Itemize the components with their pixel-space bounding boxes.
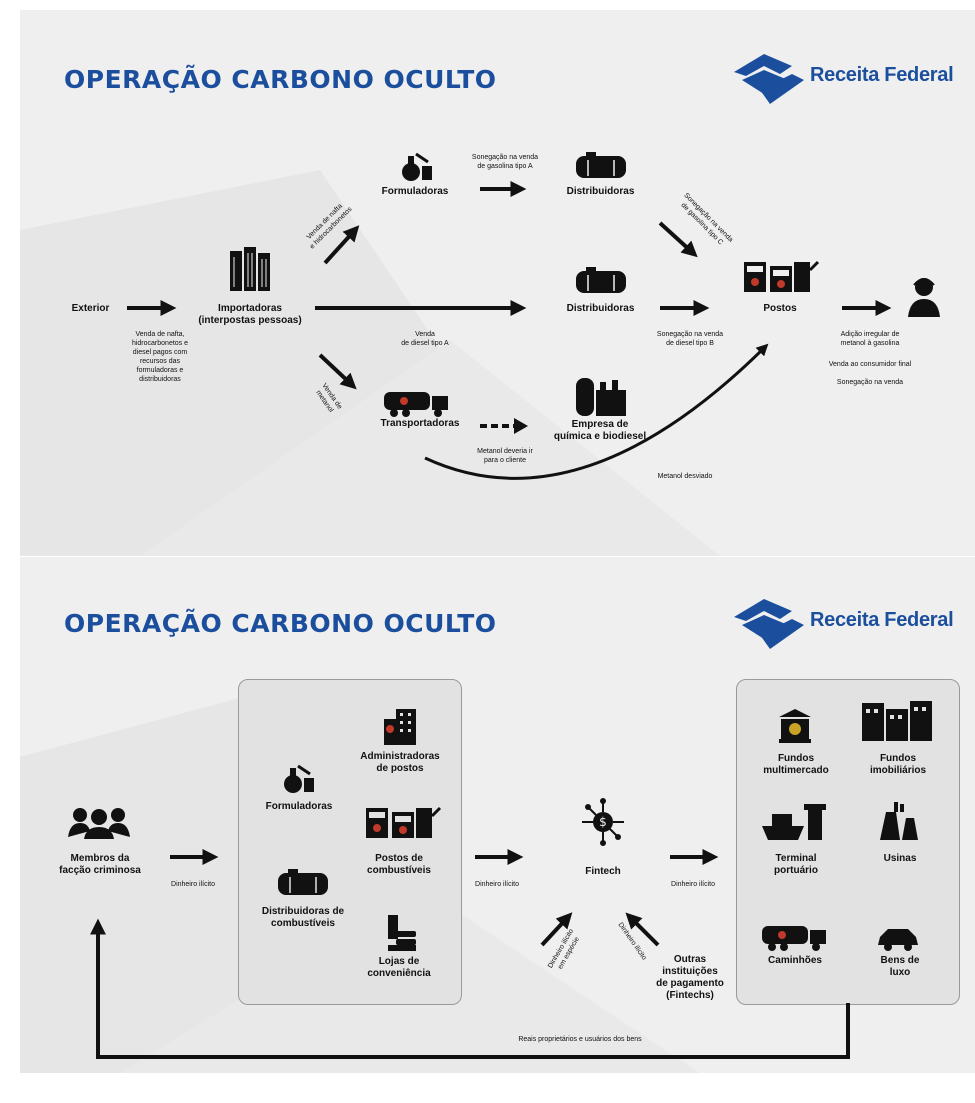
node-formuladoras: Formuladoras (381, 186, 449, 197)
label-venda-diesel-a: Venda de diesel tipo A (401, 331, 449, 347)
node-membros: Membros da facção criminosa (59, 853, 141, 876)
postos-pumps-icon (366, 806, 442, 838)
node-fundos-imobiliarios: Fundos imobiliários (869, 753, 927, 776)
arrow-metanol-desviado (424, 343, 769, 480)
arrow-importadoras-transportadoras (318, 353, 357, 390)
bens-luxo-car-icon (878, 929, 918, 951)
flow-arrows (127, 181, 892, 480)
receita-logo-emblem-icon (734, 599, 804, 649)
node-terminal-portuario: Terminal portuário (774, 853, 818, 876)
postos-pumps-icon (744, 260, 820, 292)
fundos-imobiliarios-buildings-icon (862, 701, 932, 741)
fintech-network-icon: $ (582, 798, 624, 846)
arrow-distribuidoras-postos (658, 221, 698, 258)
formuladoras-icon (402, 152, 432, 181)
svg-text:$: $ (599, 815, 607, 829)
node-exterior: Exterior (71, 303, 110, 314)
distribuidoras-top-tank-icon (576, 152, 626, 178)
label-adicao-irregular: Adição irregular de metanol à gasolina (840, 331, 900, 347)
node-importadoras: Importadoras (interpostas pessoas) (198, 303, 302, 326)
label-venda-consumidor: Venda ao consumidor final (828, 361, 912, 368)
node-empresa-quimica: Empresa de química e biodiesel (553, 419, 647, 442)
membros-group-icon (68, 808, 130, 839)
label-metanol-cliente: Metanol deveria ir para o cliente (477, 448, 533, 464)
transportadoras-truck-icon (384, 392, 448, 417)
node-postos: Postos de combustíveis (367, 853, 431, 876)
lojas-conveniencia-icon (388, 915, 416, 951)
receita-federal-logo: Receita Federal (730, 595, 970, 655)
terminal-portuario-ship-icon (762, 804, 826, 840)
label-sonegacao-gasolina-a: Sonegação na venda de gasolina tipo A (471, 154, 539, 170)
node-caminhoes: Caminhões (768, 955, 822, 966)
node-fintech: Fintech (585, 866, 621, 877)
page-title: OPERAÇÃO CARBONO OCULTO (64, 609, 497, 638)
arrow-dashed-head (514, 418, 528, 434)
empresa-quimica-factory-icon (576, 378, 626, 416)
importadoras-building-icon (230, 247, 270, 291)
panel-fuel-fraud-flow: OPERAÇÃO CARBONO OCULTO Receita Federal (20, 10, 975, 556)
flow-arrows (90, 849, 850, 1059)
logo-text: Receita Federal (810, 609, 954, 631)
arrow-return-membros (90, 918, 850, 1059)
label-metanol-desviado: Metanol desviado (657, 473, 713, 480)
background-decoration (20, 170, 720, 556)
label-dinheiro-ilicito-1: Dinheiro ilícito (171, 881, 215, 888)
node-administradoras: Administradoras de postos (360, 751, 440, 774)
node-distribuidoras-mid: Distribuidoras (566, 303, 635, 314)
label-dinheiro-ilicito-3: Dinheiro ilícito (671, 881, 715, 888)
page-title: OPERAÇÃO CARBONO OCULTO (64, 65, 497, 94)
node-outras-instituicoes: Outras instituições de pagamento (Fintec… (656, 954, 724, 1001)
node-usinas: Usinas (883, 853, 917, 864)
label-sonegacao-diesel-b: Sonegação na venda de diesel tipo B (656, 331, 724, 347)
node-bens-luxo: Bens de luxo (880, 955, 920, 978)
receita-federal-logo: Receita Federal (730, 50, 970, 110)
fuel-businesses-group (238, 679, 462, 1005)
node-transportadoras: Transportadoras (380, 418, 460, 429)
arrow-especie-fintech (540, 912, 573, 947)
node-fundos-multimercado: Fundos multimercado (763, 753, 829, 776)
arrow-importadoras-formuladoras (323, 225, 360, 265)
administradoras-building-icon (384, 709, 416, 745)
node-distribuidoras: Distribuidoras de combustíveis (261, 906, 345, 929)
node-postos: Postos (763, 303, 797, 314)
fundos-multimercado-bank-icon (779, 709, 811, 743)
label-dinheiro-ilicito-2: Dinheiro ilícito (475, 881, 519, 888)
distribuidoras-mid-tank-icon (576, 267, 626, 293)
receita-logo-emblem-icon (734, 54, 804, 104)
usinas-plant-icon (880, 802, 918, 840)
node-formuladoras: Formuladoras (265, 801, 333, 812)
label-sonegacao-venda: Sonegação na venda (836, 379, 904, 386)
formuladoras-icon (284, 764, 314, 793)
arrow-outras-fintech (625, 912, 660, 947)
consumidor-person-icon (908, 278, 940, 317)
panel-money-laundering-flow: OPERAÇÃO CARBONO OCULTO Receita Federal (20, 557, 975, 1073)
node-lojas: Lojas de conveniência (367, 956, 431, 979)
label-reais-proprietarios: Reais proprietários e usuários dos bens (518, 1036, 642, 1043)
distribuidoras-tank-icon (278, 869, 328, 895)
node-distribuidoras-top: Distribuidoras (566, 186, 635, 197)
logo-text: Receita Federal (810, 64, 954, 86)
caminhoes-truck-icon (762, 926, 826, 951)
label-venda-nafta-exterior: Venda de nafta, hidrocarbonetos e diesel… (131, 331, 189, 383)
